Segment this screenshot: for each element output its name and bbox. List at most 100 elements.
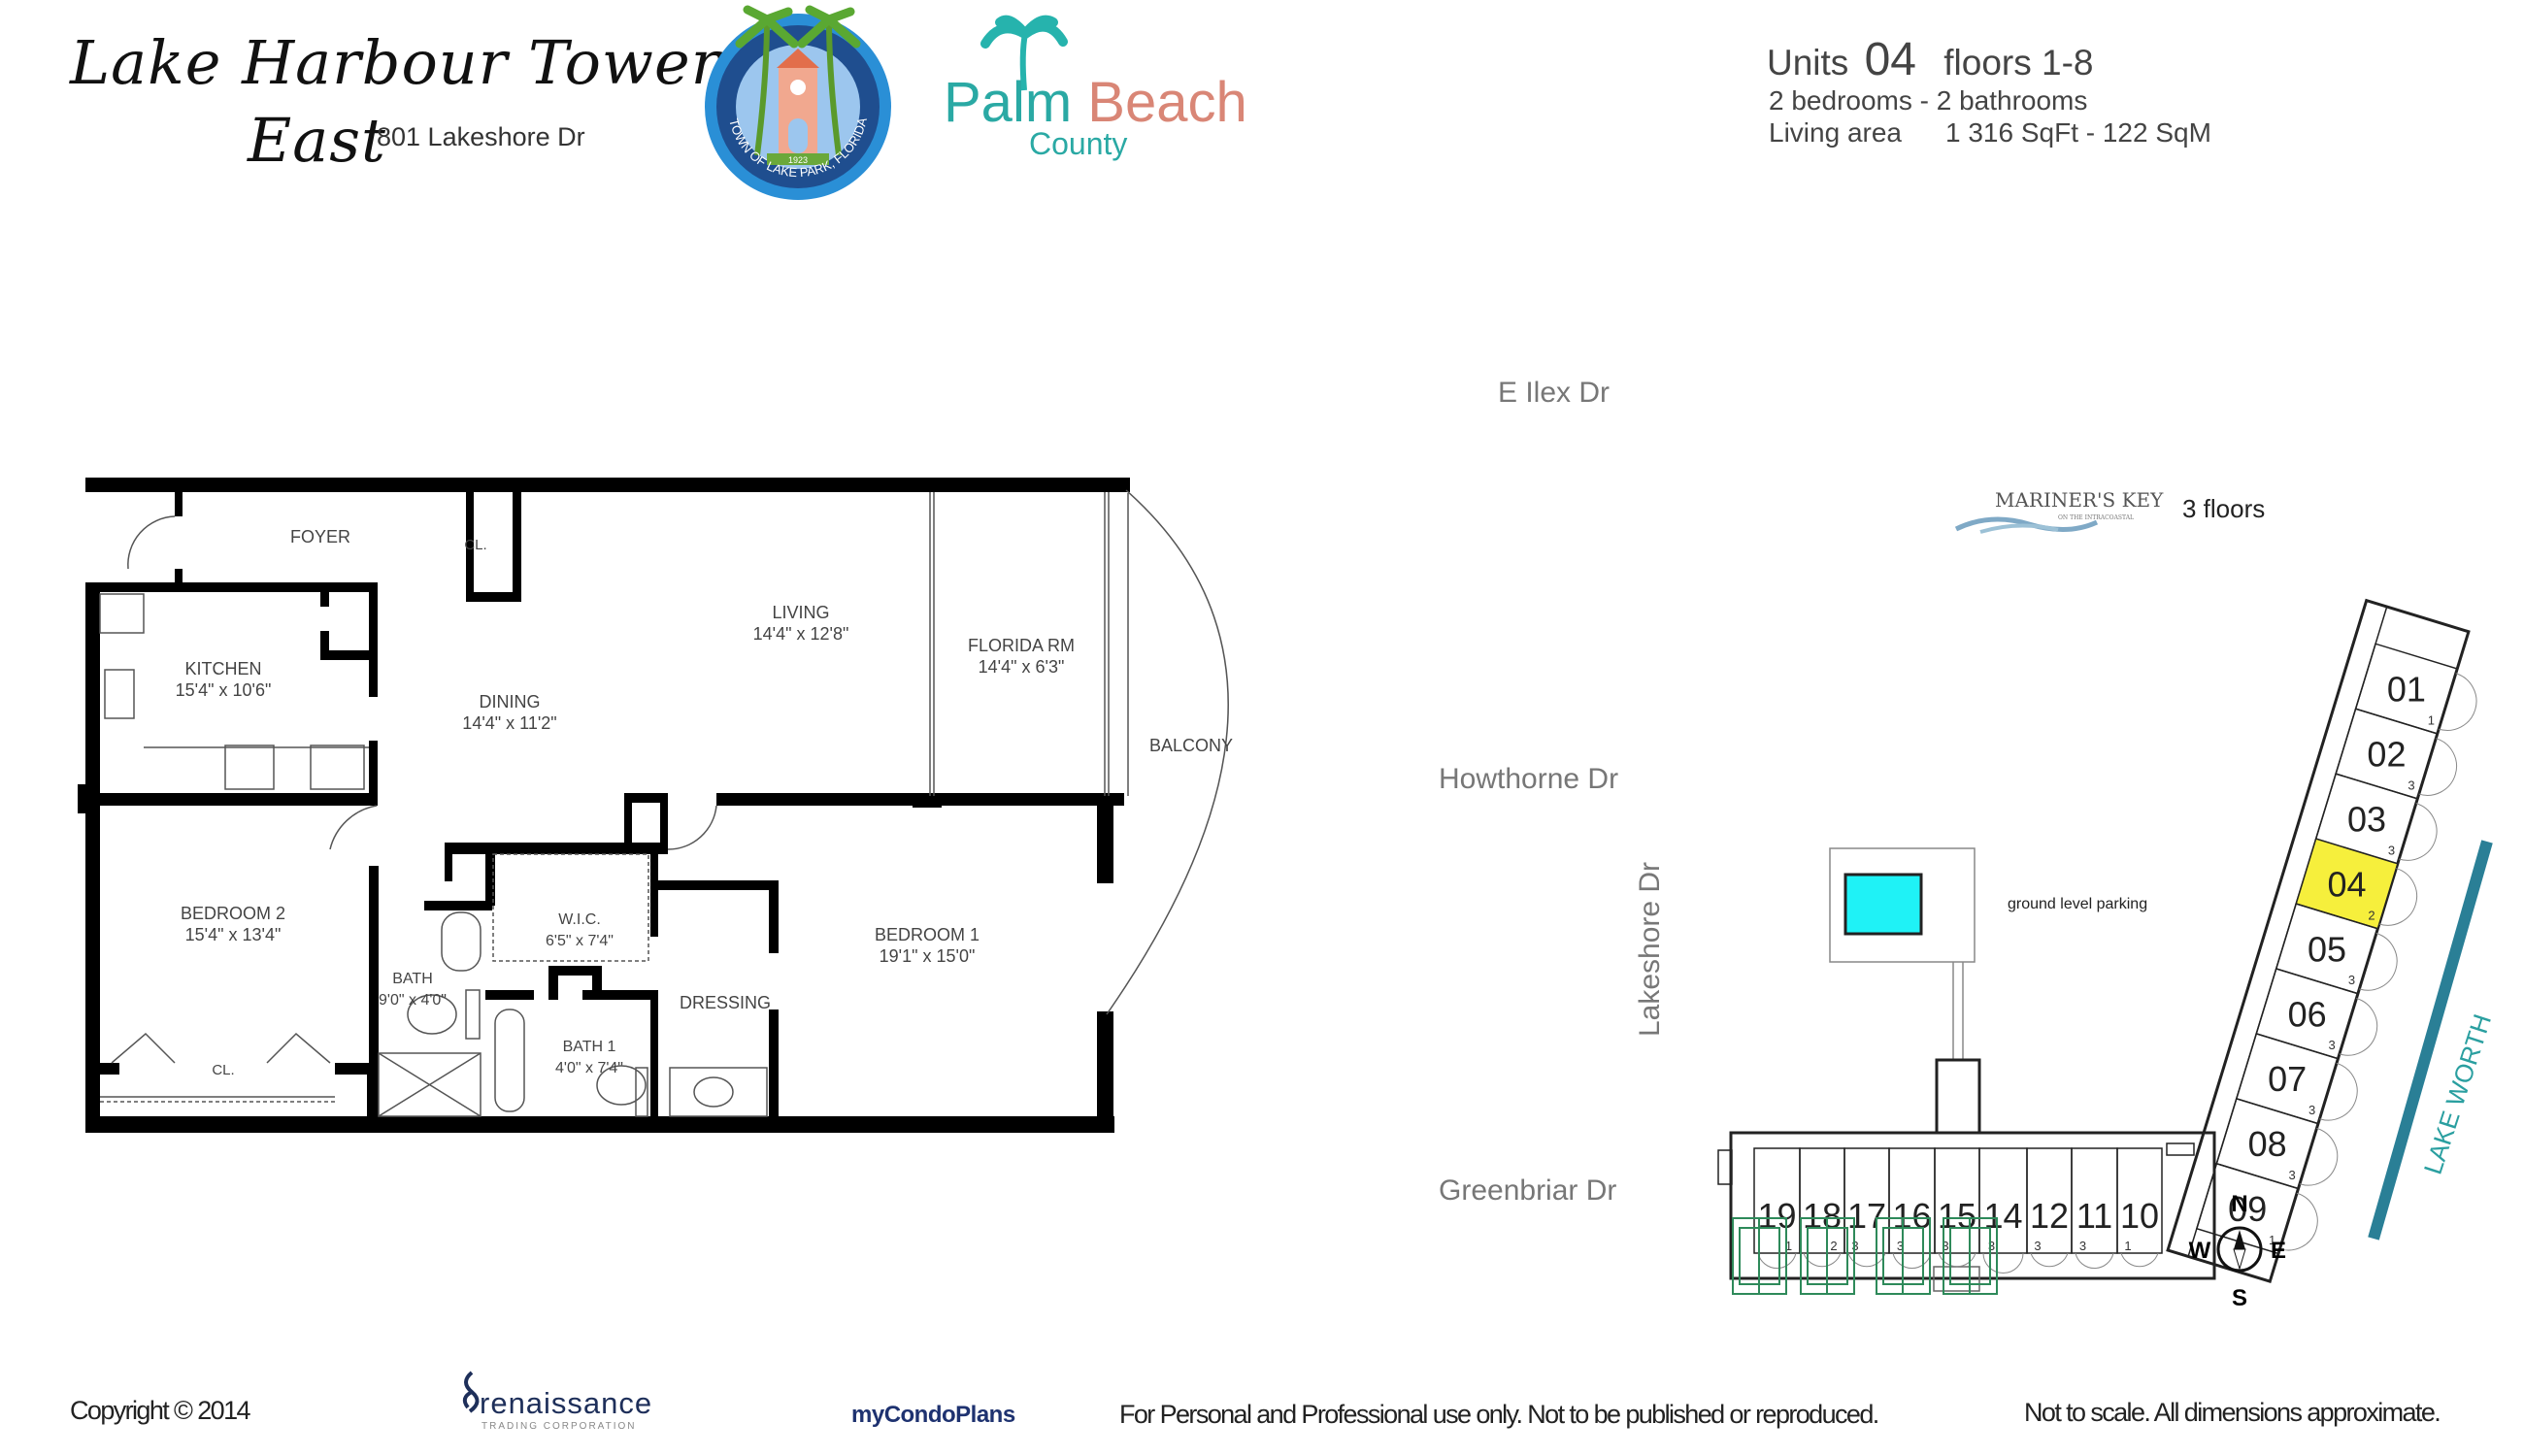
unit-heading: Units 04 floors 1-8 bbox=[1767, 34, 2094, 85]
street-lakeshore-dr: Lakeshore Dr bbox=[1634, 861, 1666, 1038]
usage-notice: For Personal and Professional use only. … bbox=[1119, 1400, 1879, 1429]
street-howthorne-dr: Howthorne Dr bbox=[1439, 763, 1619, 795]
tower-unit-label: 02 bbox=[2367, 735, 2406, 775]
tower-unit-sub: 3 bbox=[2328, 1038, 2335, 1052]
address: 801 Lakeshore Dr bbox=[377, 122, 585, 151]
wing-unit-sub: 3 bbox=[2079, 1239, 2086, 1253]
building-suffix: East bbox=[248, 105, 386, 176]
tower-unit-sub: 3 bbox=[2308, 1103, 2315, 1117]
tower-unit-label: 08 bbox=[2248, 1124, 2287, 1164]
wing-unit-label: 18 bbox=[1803, 1196, 1842, 1236]
town-seal-logo: 1923 TOWN OF LAKE PARK, FLORIDA bbox=[705, 5, 891, 200]
tower-unit-09: 091 bbox=[2195, 1162, 2318, 1255]
tower-unit-05: 053 bbox=[2275, 903, 2398, 995]
tower-unit-label: 03 bbox=[2347, 799, 2386, 839]
tower-unit-04: 042 bbox=[2295, 838, 2418, 930]
copyright: Copyright © 2014 bbox=[70, 1396, 251, 1425]
wing-unit-sub: 3 bbox=[2034, 1239, 2041, 1253]
pool bbox=[1843, 873, 1923, 936]
tower-unit-sub: 2 bbox=[2368, 908, 2375, 922]
room-dressing: DRESSING bbox=[679, 993, 772, 1012]
street-greenbriar-dr: Greenbriar Dr bbox=[1439, 1175, 1617, 1207]
wing-unit-sub: 3 bbox=[1988, 1239, 1995, 1253]
lake-worth-shoreline bbox=[2368, 840, 2493, 1241]
wing-outline bbox=[1729, 1131, 2216, 1280]
compass-n: N bbox=[2231, 1191, 2247, 1217]
room-foyer: FOYER bbox=[289, 527, 351, 546]
wing-unit-label: 19 bbox=[1757, 1196, 1796, 1236]
compass-e: E bbox=[2271, 1238, 2286, 1264]
scale-notice: Not to scale. All dimensions approximate… bbox=[2024, 1398, 2441, 1427]
stair-east bbox=[2166, 1142, 2195, 1156]
living-area-label: Living area bbox=[1769, 117, 1902, 148]
tower-unit-label: 05 bbox=[2308, 929, 2346, 969]
wing-unit-sub: 3 bbox=[1897, 1239, 1904, 1253]
compass-rose: N S E W bbox=[2189, 1191, 2286, 1311]
tower-unit-sub: 3 bbox=[2289, 1168, 2296, 1182]
parking-label: ground level parking bbox=[2008, 896, 2147, 912]
compass-w: W bbox=[2189, 1238, 2211, 1264]
wing-unit-18: 182 bbox=[1799, 1147, 1845, 1268]
wing-unit-11: 113 bbox=[2071, 1147, 2118, 1269]
tower-unit-06: 063 bbox=[2255, 968, 2378, 1060]
neighbor-floors: 3 floors bbox=[2182, 494, 2266, 523]
mycondoplans-logo: myCondoPlans bbox=[851, 1402, 1015, 1428]
palm-tree-icon bbox=[980, 15, 1068, 91]
wing-unit-sub: 1 bbox=[2124, 1239, 2131, 1253]
tower-unit-sub: 3 bbox=[2408, 778, 2414, 792]
building-name: Lake Harbour Towers bbox=[70, 27, 753, 98]
tower-unit-label: 07 bbox=[2268, 1059, 2307, 1099]
stair-west bbox=[1717, 1149, 1733, 1185]
seal-year: 1923 bbox=[788, 155, 808, 165]
tower-unit-label: 04 bbox=[2327, 864, 2366, 904]
room-wic: W.I.C.6'5" x 7'4" bbox=[546, 911, 614, 949]
tennis-courts bbox=[1732, 1217, 1998, 1295]
tower-unit-label: 06 bbox=[2288, 994, 2327, 1034]
elevator-core bbox=[1935, 1058, 1981, 1135]
street-e-ilex-dr: E Ilex Dr bbox=[1498, 377, 1611, 409]
wing-unit-label: 16 bbox=[1892, 1196, 1931, 1236]
tower-unit-sub: 1 bbox=[2428, 712, 2435, 727]
palm-beach-logo: Palm Beach bbox=[944, 71, 1247, 134]
tower-unit-02: 023 bbox=[2335, 708, 2457, 800]
renaissance-logo: renaissance TRADING CORPORATION bbox=[458, 1369, 651, 1432]
living-area-value: 1 316 SqFt - 122 SqM bbox=[1945, 117, 2211, 148]
room-closet-bed2: CL. bbox=[212, 1062, 235, 1078]
wing-unit-label: 10 bbox=[2120, 1196, 2159, 1236]
wing-unit-sub: 1 bbox=[1785, 1239, 1792, 1253]
tower-unit-label: 01 bbox=[2387, 670, 2426, 710]
tower-unit-sub: 3 bbox=[2388, 843, 2395, 857]
wing-unit-label: 12 bbox=[2030, 1196, 2069, 1236]
rooms-summary: 2 bedrooms - 2 bathrooms bbox=[1769, 85, 2088, 116]
county-label: County bbox=[1029, 126, 1128, 161]
compass-s: S bbox=[2232, 1285, 2247, 1311]
svg-text:ON THE INTRACOASTAL: ON THE INTRACOASTAL bbox=[2058, 514, 2134, 521]
tower-unit-label: 09 bbox=[2228, 1189, 2267, 1229]
wing-unit-label: 11 bbox=[2076, 1196, 2112, 1236]
pool-deck bbox=[1829, 847, 1976, 963]
floors: floors 1-8 bbox=[1943, 43, 2094, 83]
wing-unit-19: 191 bbox=[1753, 1147, 1801, 1269]
mariners-key-logo: MARINER'S KEY ON THE INTRACOASTAL bbox=[1954, 488, 2164, 534]
tower-unit-08: 083 bbox=[2215, 1097, 2339, 1190]
tower-unit-03: 033 bbox=[2314, 773, 2438, 865]
floor-plan bbox=[78, 478, 1229, 1133]
room-balcony: BALCONY bbox=[1148, 736, 1234, 755]
svg-text:MARINER'S KEY: MARINER'S KEY bbox=[1995, 488, 2164, 512]
room-closet-foyer: CL. bbox=[464, 537, 487, 553]
wing-unit-sub: 3 bbox=[1942, 1239, 1948, 1253]
tower-unit-sub: 3 bbox=[2348, 973, 2355, 987]
wing-unit-10: 101 bbox=[2116, 1147, 2163, 1268]
wing-unit-12: 123 bbox=[2026, 1147, 2073, 1268]
tower-unit-sub: 1 bbox=[2269, 1233, 2275, 1247]
wing-unit-sub: 2 bbox=[1830, 1239, 1837, 1253]
